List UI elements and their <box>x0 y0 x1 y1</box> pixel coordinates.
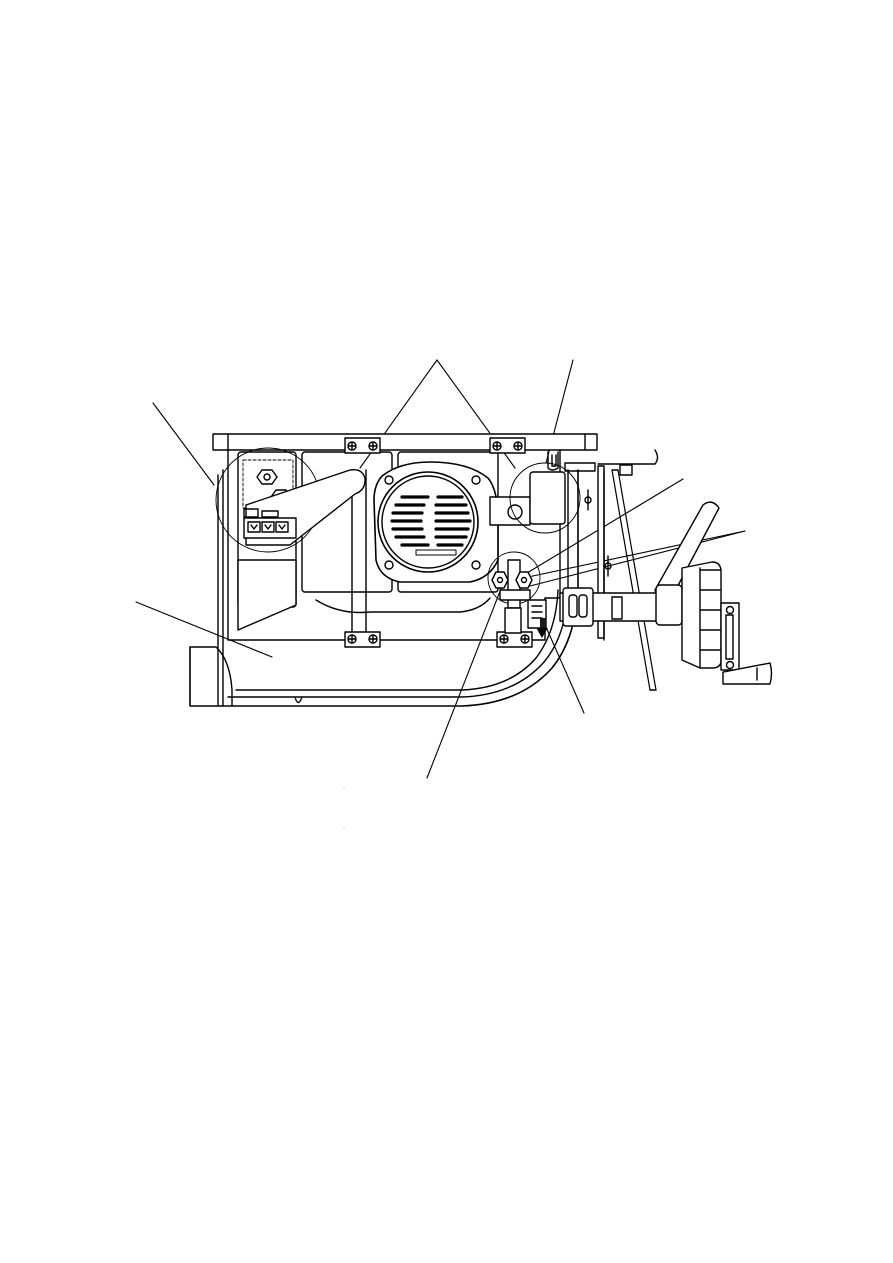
leader-bottom-center <box>426 575 507 779</box>
handwheel <box>681 561 722 669</box>
detail-circle-right-upper <box>509 462 581 534</box>
shaft-collar <box>562 587 594 627</box>
bracket-top-right <box>489 437 526 454</box>
motor-screw-2 <box>471 475 481 485</box>
top-right-rail <box>597 449 659 465</box>
belt-strip <box>611 469 657 691</box>
leader-right-upper <box>526 478 684 574</box>
bed-inner-2 <box>235 589 559 691</box>
leader-right-mid-a <box>513 530 746 581</box>
lever-hub <box>655 584 683 626</box>
handwheel-assembly <box>559 501 773 685</box>
motor-label-plate <box>415 549 457 556</box>
motor-unit <box>373 461 531 583</box>
solenoid-body <box>529 471 566 525</box>
motor-vents <box>390 495 472 547</box>
leader-top-left <box>152 402 215 486</box>
nut-upper <box>256 469 278 485</box>
bracket-bottom-right <box>496 631 533 648</box>
dot-mark-1: · <box>343 786 345 792</box>
knob <box>722 662 773 685</box>
bracket-top-left <box>344 437 381 454</box>
dot-mark-2: · <box>343 825 345 831</box>
pocket-left-bevel <box>237 559 297 631</box>
motor-screw-1 <box>384 475 394 485</box>
motor-screw-3 <box>384 560 394 570</box>
leader-right-mid-b <box>529 530 746 587</box>
bed-notch <box>294 696 303 704</box>
link-arm-plate <box>243 517 297 539</box>
clip-top <box>547 451 559 471</box>
right-block <box>509 449 659 691</box>
left-link-arm <box>215 447 366 553</box>
lower-linkage <box>487 551 547 634</box>
top-rail <box>212 433 598 451</box>
lower-curve <box>315 597 491 614</box>
leader-left-mid <box>135 601 273 658</box>
bracket-bottom-left <box>344 631 381 648</box>
motor-screw-4 <box>471 560 481 570</box>
motor-pulley <box>507 504 523 520</box>
bed-lip <box>189 646 233 707</box>
leader-bottom-right <box>545 626 585 714</box>
